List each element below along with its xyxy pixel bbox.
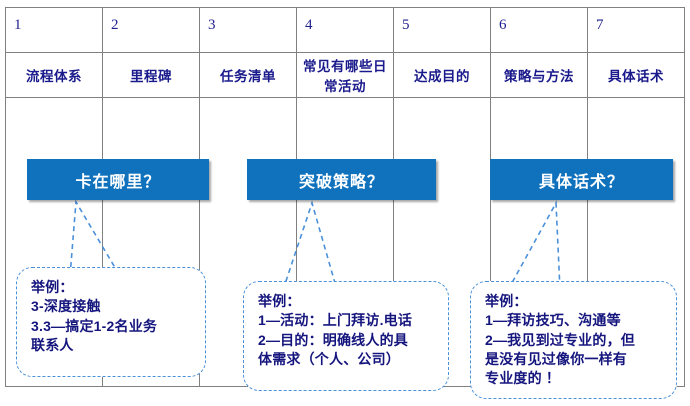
column-number-3: 3 xyxy=(199,7,297,53)
column-number-6: 6 xyxy=(490,7,588,53)
callout-bubble-example-1: 举例： 3-深度接触 3.3—搞定1-2名业务 联系人 xyxy=(16,267,206,377)
callout-text-2: 举例： 1—活动：上门拜访.电话 2—目的：明确线人的具 体需求（个人、公司） xyxy=(258,293,413,367)
table-row-numbers: 1 2 3 4 5 6 7 xyxy=(5,7,685,53)
callout-text-3: 举例： 1—拜访技巧、沟通等 2—我见到过专业的，但 是没有见过像你一样有 专业… xyxy=(485,293,635,387)
column-label-5: 达成目的 xyxy=(393,52,491,98)
column-label-3: 任务清单 xyxy=(199,52,297,98)
column-label-7: 具体话术 xyxy=(587,52,685,98)
column-label-6: 策略与方法 xyxy=(490,52,588,98)
column-number-4: 4 xyxy=(296,7,394,53)
column-number-1: 1 xyxy=(5,7,103,53)
table-row-labels: 流程体系 里程碑 任务清单 常见有哪些日常活动 达成目的 策略与方法 具体话术 xyxy=(5,52,685,98)
column-label-2: 里程碑 xyxy=(102,52,200,98)
callout-bubble-example-3: 举例： 1—拜访技巧、沟通等 2—我见到过专业的，但 是没有见过像你一样有 专业… xyxy=(470,281,677,399)
callout-text-1: 举例： 3-深度接触 3.3—搞定1-2名业务 联系人 xyxy=(31,279,158,353)
callout-bubble-example-2: 举例： 1—活动：上门拜访.电话 2—目的：明确线人的具 体需求（个人、公司） xyxy=(243,281,449,391)
column-label-1: 流程体系 xyxy=(5,52,103,98)
headline-box-breakthrough-strategy[interactable]: 突破策略？ xyxy=(247,159,436,200)
column-number-2: 2 xyxy=(102,7,200,53)
headline-box-where-stuck[interactable]: 卡在哪里？ xyxy=(27,159,209,200)
column-label-4: 常见有哪些日常活动 xyxy=(296,52,394,98)
column-number-7: 7 xyxy=(587,7,685,53)
column-number-5: 5 xyxy=(393,7,491,53)
headline-box-specific-script[interactable]: 具体话术？ xyxy=(490,159,673,200)
